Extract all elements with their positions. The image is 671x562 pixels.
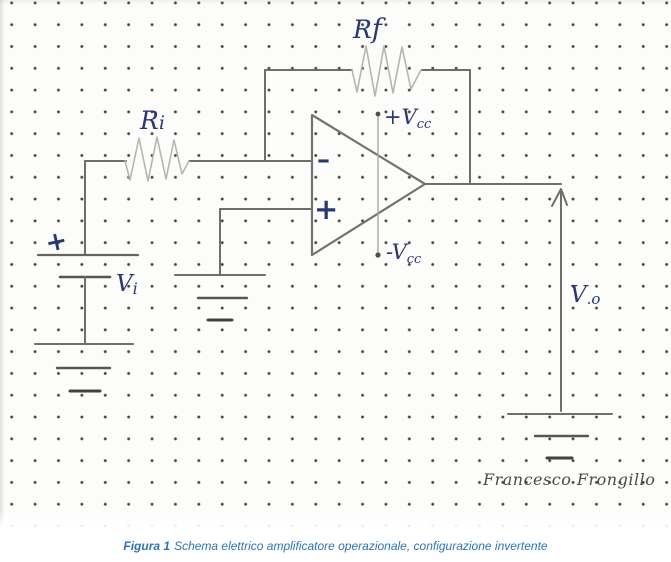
caption-label: Figura 1 — [123, 539, 171, 553]
opamp-inverting-schematic: Rf Ri +Vcc -Vcc Vi V.o – + + — [34, 14, 613, 460]
ground-symbol-source — [34, 343, 134, 393]
vo-arrow — [551, 188, 568, 412]
opamp-plus-sign: + — [314, 192, 338, 226]
opamp-minus-sign: – — [317, 145, 330, 175]
feedback-wire — [264, 69, 471, 185]
input-resistor-symbol — [124, 136, 190, 182]
caption-text: Schema elettrico amplificatore operazion… — [174, 539, 548, 553]
vcc-minus-label: -Vcc — [386, 240, 422, 267]
feedback-resistor-symbol — [351, 45, 422, 97]
noninverting-input-wire — [219, 208, 313, 276]
ground-symbol-noninverting — [174, 274, 266, 322]
ground-symbol-output — [507, 413, 613, 460]
rf-label: Rf — [352, 14, 386, 45]
vcc-minus-node — [375, 252, 381, 258]
vi-source-symbol — [36, 160, 140, 345]
ri-label: Ri — [139, 106, 165, 135]
vcc-plus-label: +Vcc — [384, 105, 432, 132]
signature: Francesco Frongillo — [483, 470, 656, 489]
vi-label: Vi — [116, 271, 138, 298]
opamp-triangle — [310, 113, 427, 257]
vo-label: V.o — [570, 282, 600, 308]
dotted-paper: Rf Ri +Vcc -Vcc Vi V.o – + + Francesco F… — [0, 0, 671, 531]
vcc-plus-node — [375, 111, 381, 117]
supply-rail — [375, 111, 381, 258]
